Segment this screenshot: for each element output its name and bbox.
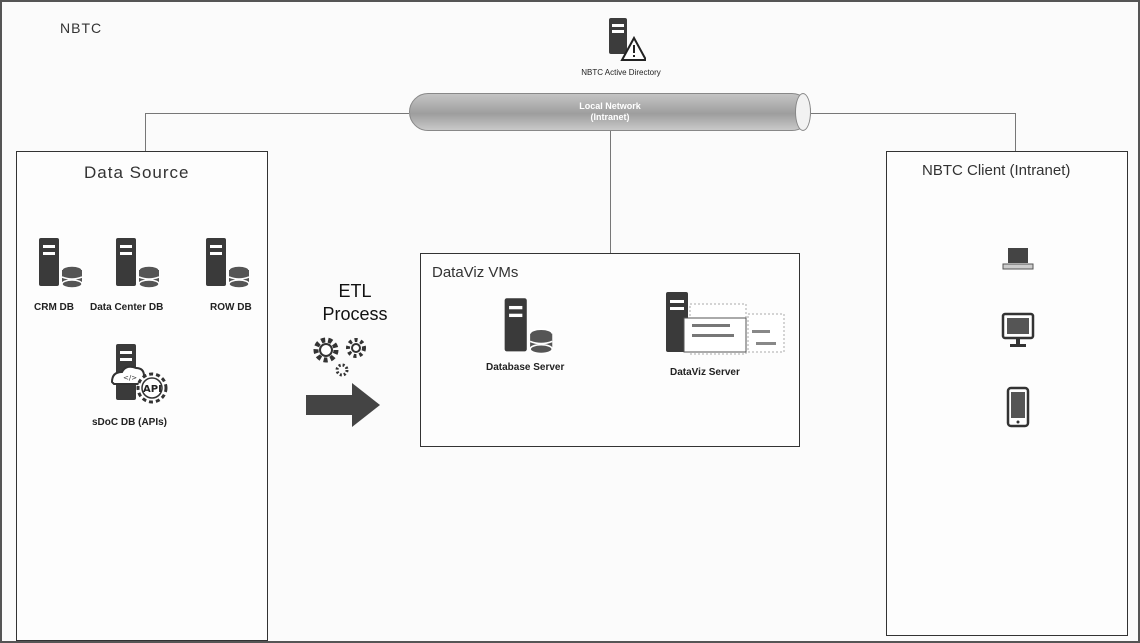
dataviz-vms-title: DataViz VMs: [432, 264, 519, 281]
api-server-icon: </> API: [108, 342, 172, 408]
database-server-icon: [501, 296, 557, 358]
row-db-label: ROW DB: [210, 302, 252, 313]
connector-line: [145, 113, 146, 151]
right-arrow-icon: [306, 381, 382, 429]
database-server-icon: [113, 236, 163, 292]
active-directory-label: NBTC Active Directory: [581, 68, 661, 77]
data-center-db-label: Data Center DB: [90, 302, 164, 313]
svg-text:</>: </>: [123, 374, 137, 382]
laptop-icon: [1001, 244, 1035, 274]
dataviz-server-label: DataViz Server: [670, 367, 740, 378]
client-title: NBTC Client (Intranet): [922, 162, 1071, 179]
outer-label: NBTC: [60, 20, 103, 36]
database-server-icon: [203, 236, 253, 292]
server-warning-icon: [606, 16, 646, 64]
dataviz-server-icon: [664, 290, 788, 360]
connector-line: [1015, 113, 1016, 151]
etl-label: ETL Process: [295, 280, 415, 326]
network-label-line1: Local Network: [579, 101, 641, 111]
etl-label-line2: Process: [322, 304, 388, 324]
etl-label-line1: ETL: [338, 281, 372, 301]
network-cylinder-end: [795, 93, 811, 131]
crm-db-label: CRM DB: [34, 302, 74, 313]
connector-line: [811, 113, 1015, 114]
local-network-cylinder: Local Network (Intranet): [409, 93, 811, 131]
monitor-icon: [1001, 312, 1035, 350]
connector-line: [145, 113, 409, 114]
database-server-label: Database Server: [486, 362, 565, 373]
data-source-title: Data Source: [84, 163, 190, 182]
gears-icon: [308, 332, 380, 380]
connector-line: [610, 131, 611, 253]
sdoc-db-label: sDoC DB (APIs): [92, 417, 168, 428]
svg-text:API: API: [143, 384, 162, 395]
tablet-icon: [1006, 386, 1030, 428]
database-server-icon: [36, 236, 86, 292]
network-label-line2: (Intranet): [590, 112, 630, 122]
